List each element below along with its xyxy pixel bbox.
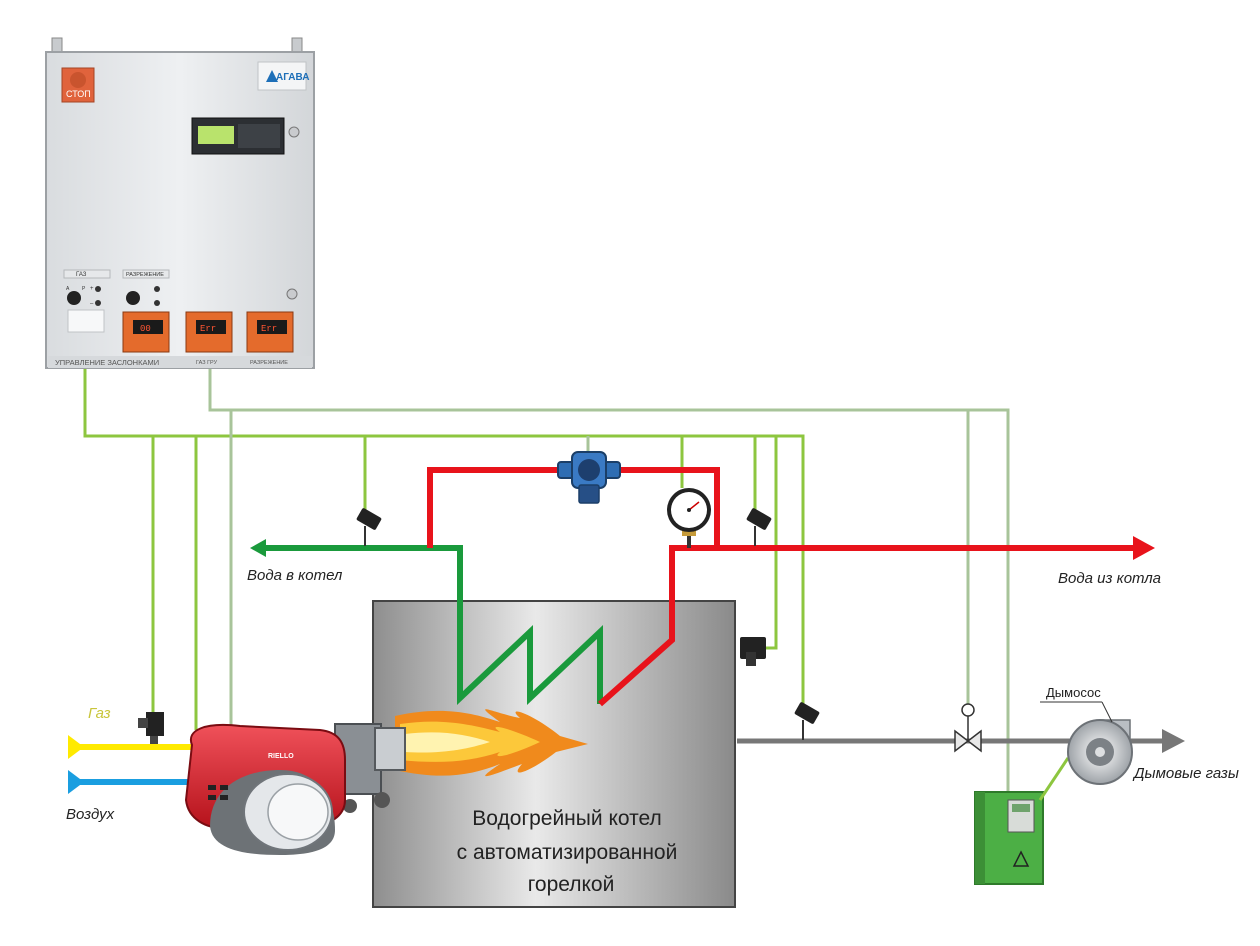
water-in-label: Вода в котел (247, 567, 343, 584)
converter-to-exhauster-wire (1038, 757, 1070, 801)
display-3: Err (261, 324, 277, 334)
gas-label: Газ (88, 705, 111, 722)
caption-gas: ГАЗ ГРУ (196, 360, 218, 366)
gas-mode-switch[interactable] (67, 291, 81, 305)
exhauster-label: Дымосос (1046, 685, 1101, 700)
flue-temperature-sensor (794, 702, 820, 740)
exhauster-fan (1067, 719, 1133, 785)
boiler-title-line1: Водогрейный котел (472, 807, 661, 830)
controller-lcd (198, 126, 234, 144)
control-cabinet (45, 37, 315, 369)
boiler-title-line3: горелкой (528, 873, 615, 896)
caption-dampers: УПРАВЛЕНИЕ ЗАСЛОНКАМИ (55, 358, 159, 367)
brand-text: АГАВА (276, 72, 309, 83)
stop-label: СТОП (66, 89, 91, 99)
agava-logo (257, 61, 307, 91)
burner-brand-text: RIELLO (268, 753, 294, 760)
boiler-sensor (740, 637, 766, 666)
boiler-title-line2: с автоматизированной (457, 841, 678, 864)
signal-wiring (83, 365, 1010, 795)
temperature-sensor-inlet (356, 508, 382, 546)
air-line (68, 770, 200, 794)
frequency-converter (974, 791, 1044, 885)
switch-mark-p: Р (82, 286, 86, 292)
temperature-sensor-outlet (746, 508, 772, 546)
flue-gases-label: Дымовые газы (1132, 765, 1239, 782)
water-out-arrow (1133, 536, 1155, 560)
water-out-label: Вода из котла (1058, 570, 1161, 587)
caption-vacuum: РАЗРЕЖЕНИЕ (250, 360, 288, 366)
gas-solenoid-valve (138, 712, 164, 744)
circulation-pump (557, 451, 621, 504)
water-in-arrow (250, 539, 266, 557)
display-2: Err (200, 324, 216, 334)
display-1: 00 (140, 324, 151, 334)
burner: RIELLO (184, 723, 406, 855)
switch-vacuum-label: РАЗРЕЖЕНИЕ (126, 272, 164, 278)
switch-mark-plus: + (90, 286, 94, 292)
pressure-gauge (667, 488, 711, 548)
switch-gas-label: ГАЗ (76, 272, 87, 278)
air-label: Воздух (66, 806, 115, 823)
switch-mark-minus: – (90, 301, 94, 307)
flue-damper-valve (954, 703, 982, 753)
burner-flame (395, 709, 588, 777)
vacuum-mode-switch[interactable] (126, 291, 140, 305)
switch-mark-a: А (66, 286, 70, 292)
gas-line (68, 735, 200, 759)
